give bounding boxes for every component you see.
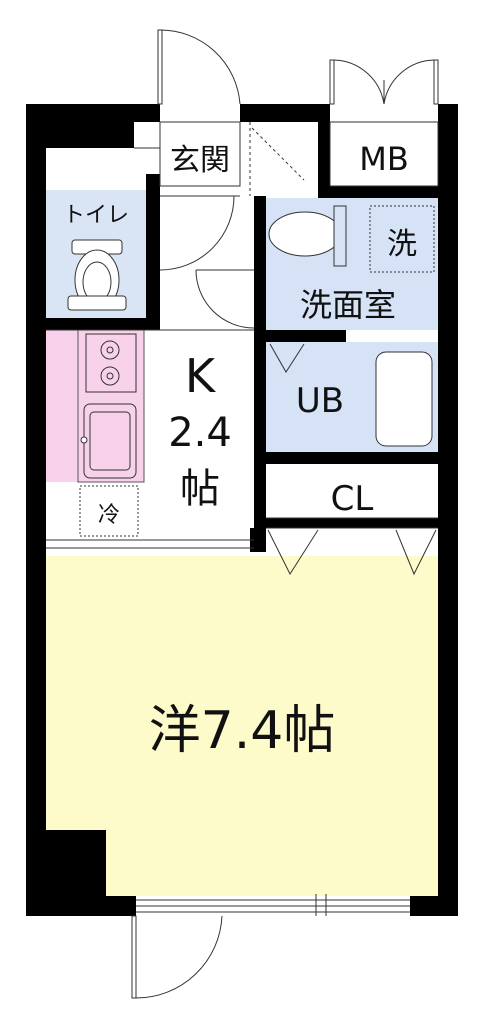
fridge-label: 冷 bbox=[98, 503, 120, 528]
washroom-label: 洗面室 bbox=[300, 286, 396, 324]
ub-label: UB bbox=[296, 381, 344, 421]
wall-cl-bottom bbox=[254, 518, 438, 528]
wall-wash-left bbox=[254, 196, 266, 536]
doors bbox=[131, 29, 439, 999]
wall-mb-left bbox=[318, 104, 330, 194]
wash-basin-icon bbox=[268, 211, 342, 257]
wall-top-left bbox=[26, 104, 160, 122]
kitchen-unit-label: 帖 bbox=[180, 466, 220, 512]
wall-bottom-left-block bbox=[46, 830, 106, 896]
kitchen-counter bbox=[46, 330, 78, 482]
wall-ub-bottom bbox=[266, 452, 438, 464]
washer-label: 洗 bbox=[387, 227, 417, 262]
wall-bottom-right bbox=[410, 896, 458, 916]
wall-toilet-right bbox=[146, 174, 160, 330]
bathtub-icon bbox=[375, 351, 433, 447]
main-room-label: 洋7.4帖 bbox=[149, 701, 336, 761]
wall-top-mid bbox=[240, 104, 330, 122]
entrance-label: 玄関 bbox=[170, 143, 230, 178]
fixtures bbox=[67, 205, 433, 479]
wall-wash-bottom bbox=[266, 330, 346, 342]
stove-icon bbox=[85, 333, 137, 393]
wall-bottom-left bbox=[26, 896, 136, 916]
wall-left bbox=[26, 104, 46, 916]
wall-kitchen-bottom-stub bbox=[250, 528, 266, 552]
main-room-floor bbox=[46, 556, 438, 896]
toilet-label: トイレ bbox=[63, 203, 129, 228]
closet-label: CL bbox=[331, 479, 374, 519]
kitchen-letter: K bbox=[185, 349, 217, 403]
kitchen-sink-icon bbox=[83, 403, 137, 479]
wall-right bbox=[438, 104, 458, 916]
mb-label: MB bbox=[359, 140, 409, 178]
entrance-door-leaf bbox=[157, 29, 163, 105]
balcony-window bbox=[136, 894, 410, 916]
wall-toilet-bottom bbox=[46, 318, 160, 330]
wall-mb-bottom bbox=[318, 186, 458, 198]
outlines bbox=[46, 121, 439, 549]
kitchen-size: 2.4 bbox=[168, 410, 232, 456]
walls bbox=[26, 104, 458, 916]
